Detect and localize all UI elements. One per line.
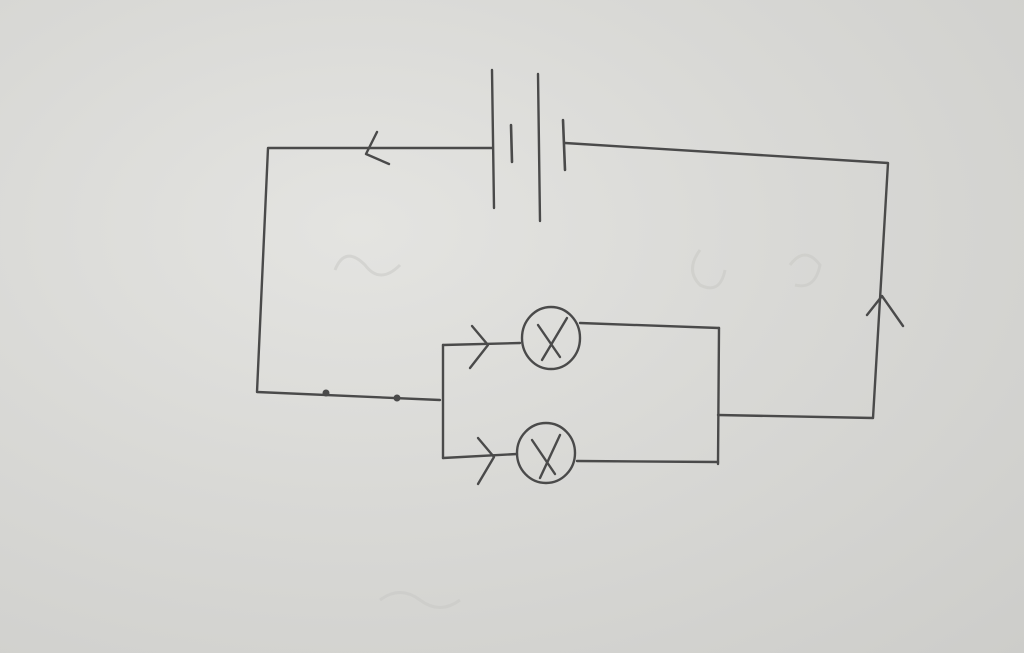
arrow-top-branch-icon	[468, 324, 490, 370]
lamp-top-cross-b	[540, 316, 569, 362]
lamp-bottom-cross-a	[530, 438, 557, 476]
lamp-bottom-ring	[515, 421, 577, 485]
arrow-top-left-icon	[364, 130, 391, 166]
lamp-top	[520, 305, 582, 371]
paper-show-through	[333, 249, 822, 609]
arrow-right-up-icon	[865, 294, 905, 328]
battery-cell1-short-plate	[509, 123, 514, 164]
battery	[490, 68, 567, 223]
wire-right-loop	[563, 141, 890, 420]
wire-right-junction	[716, 326, 721, 466]
lamp-bottom	[515, 421, 577, 485]
switch-contact-right	[393, 394, 401, 402]
switch	[322, 389, 401, 402]
switch-contact-left	[322, 389, 330, 397]
wire-top-branch-out	[578, 321, 721, 330]
wire-left-loop	[255, 146, 494, 402]
wire-bottom-branch-in	[441, 452, 519, 460]
lamp-bottom-cross-b	[538, 433, 562, 480]
wire-top-branch-in	[441, 341, 522, 347]
arrow-bottom-branch-icon	[476, 436, 496, 486]
battery-cell2-short-plate	[561, 118, 567, 172]
lamp-top-ring	[520, 305, 582, 371]
battery-cell1-long-plate	[490, 68, 496, 210]
battery-cell2-long-plate	[536, 72, 542, 223]
wire-bottom-branch-out	[575, 459, 720, 464]
lamp-top-cross-a	[536, 323, 562, 359]
